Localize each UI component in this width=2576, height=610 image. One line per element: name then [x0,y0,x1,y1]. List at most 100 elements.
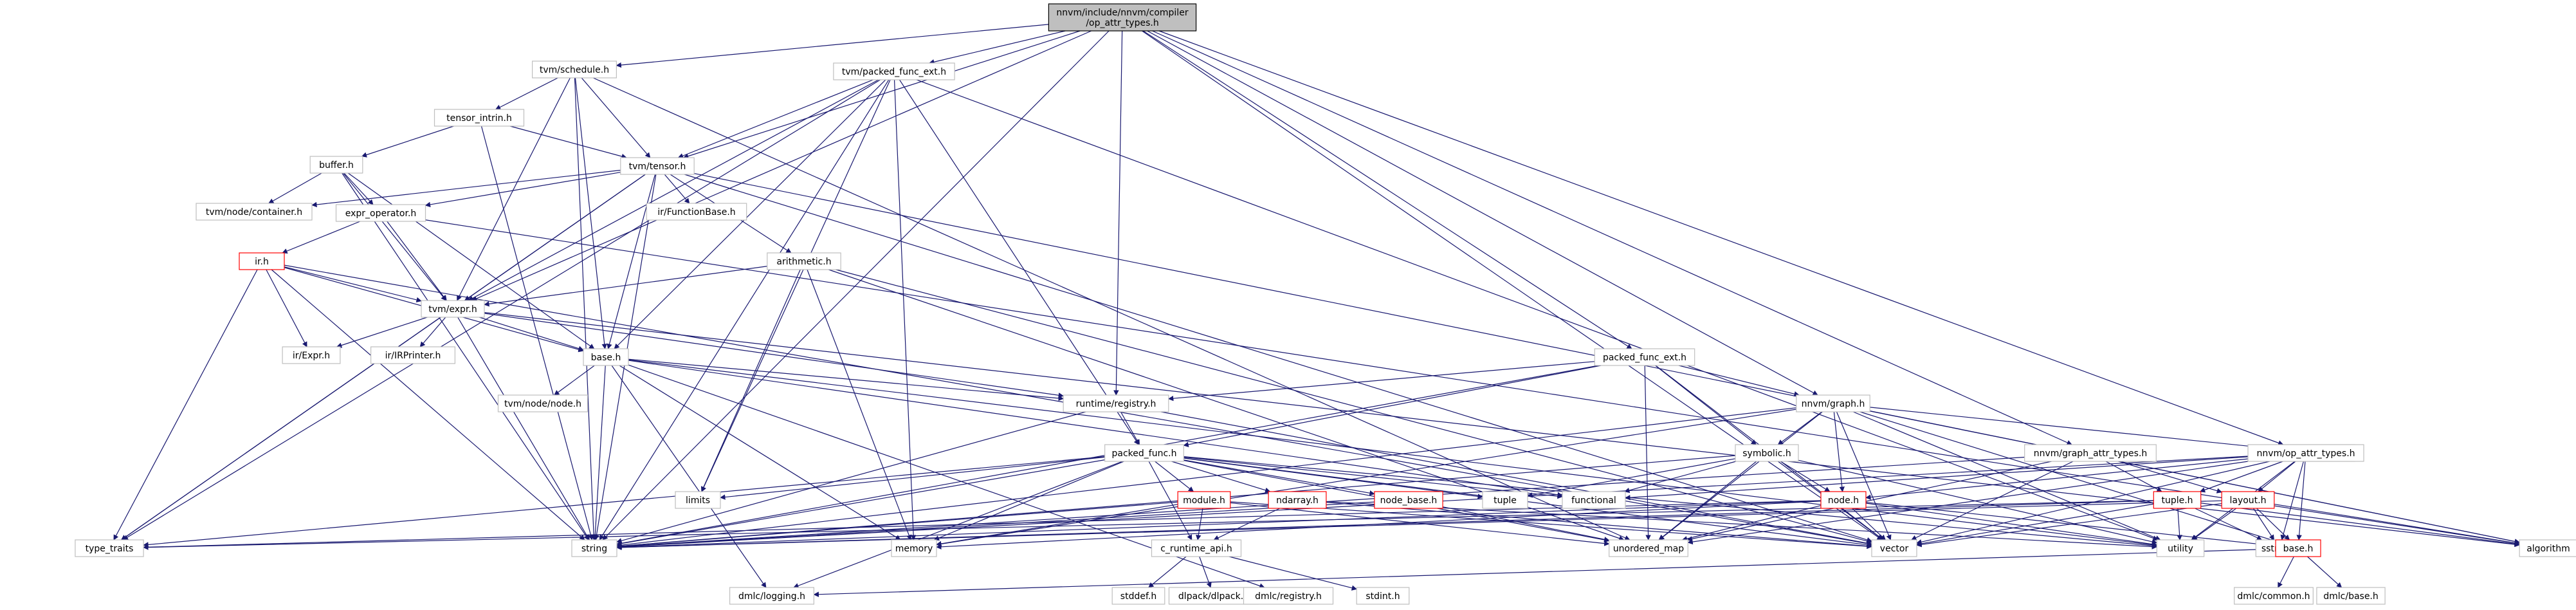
node-box [583,348,629,366]
node-expr-operator[interactable]: expr_operator.h [335,204,426,222]
edge-line [701,79,891,492]
node-box [421,300,485,318]
edge-line [1865,503,2158,547]
node-nnvm-op-attr[interactable]: nnvm/op_attr_types.h [2247,444,2364,462]
edge-nnvm-graph-to-algorithm [1870,410,2520,544]
edge-c-runtime-api-to-stddef [1148,556,1187,588]
edge-nnvm-op-attr-to-sstream [2280,461,2304,541]
edge-root-to-tvm-expr [471,30,1092,301]
node-symbolic[interactable]: symbolic.h [1735,444,1799,462]
edge-line [457,317,590,541]
edge-module-h-to-memory [936,504,1178,547]
node-label: dmlc/logging.h [738,591,805,602]
node-node-base-h[interactable]: node_base.h [1374,491,1443,509]
node-dmlc-registry[interactable]: dmlc/registry.h [1243,587,1334,605]
node-algorithm[interactable]: algorithm [2519,539,2576,557]
node-stddef[interactable]: stddef.h [1111,587,1165,605]
node-nnvm-graph-attr[interactable]: nnvm/graph_attr_types.h [2024,444,2157,462]
node-tvm-pfe[interactable]: tvm/packed_func_ext.h [833,62,955,80]
node-dmlc-logging[interactable]: dmlc/logging.h [729,587,814,605]
edge-nnvm-op-attr-to-layout-h [2258,461,2296,492]
edge-line [813,548,2276,597]
edge-line [899,79,1139,445]
node-ir-expr[interactable]: ir/Expr.h [282,346,341,364]
node-tvm-expr[interactable]: tvm/expr.h [421,300,485,318]
node-tuple-std[interactable]: tuple [1482,491,1528,509]
node-label: c_runtime_api.h [1160,544,1232,554]
node-box [1243,587,1334,605]
node-dmlc-common[interactable]: dmlc/common.h [2234,587,2314,605]
edge-line [592,365,606,541]
node-label: nnvm/op_attr_types.h [2256,448,2355,459]
node-label: tvm/expr.h [428,304,477,315]
edge-line [1171,461,1271,493]
edge-line [1142,30,1632,349]
node-runtime-registry[interactable]: runtime/registry.h [1063,394,1169,412]
node-box [2153,491,2202,509]
edge-line [1911,461,2074,541]
edge-line [602,30,1110,541]
node-tvm-node-node[interactable]: tvm/node/node.h [497,394,589,412]
node-dmlc-base[interactable]: dmlc/base.h [2316,587,2386,605]
node-type-traits[interactable]: type_traits [75,539,144,557]
node-tvm-schedule[interactable]: tvm/schedule.h [531,60,617,79]
node-memory[interactable]: memory [891,539,937,557]
node-box [1871,539,1917,557]
edge-nnvm-op-attr-to-node-h [1865,458,2249,500]
node-box [2234,587,2314,605]
node-ndarray-h[interactable]: ndarray.h [1268,491,1327,509]
edge-line [1836,411,1892,541]
edge-line [425,172,621,208]
node-box [675,491,721,509]
node-node-h[interactable]: node.h [1820,491,1867,509]
node-ir-h[interactable]: ir.h [239,252,285,270]
edge-line [282,221,361,254]
edge-tvm-pfe-to-string [599,79,890,541]
node-tuple-h[interactable]: tuple.h [2153,491,2202,509]
node-utility[interactable]: utility [2156,539,2205,557]
edge-root-to-string [602,30,1110,541]
edge-nnvm-graph-to-node-h [1833,411,1845,492]
node-tvm-node-container[interactable]: tvm/node/container.h [196,203,313,221]
node-label: tvm/node/container.h [206,207,302,217]
node-ir-irprinter[interactable]: ir/IRPrinter.h [370,346,455,364]
node-base-h-dmlc[interactable]: base.h [2275,539,2321,557]
node-functional[interactable]: functional [1562,491,1626,509]
edge-buffer-to-expr-operator [343,172,374,205]
node-ir-functionbase[interactable]: ir/FunctionBase.h [646,203,747,221]
edge-line [471,30,1092,301]
node-layout-h[interactable]: layout.h [2221,491,2275,509]
node-limits[interactable]: limits [675,491,721,509]
node-tensor-intrin[interactable]: tensor_intrin.h [434,109,525,127]
node-box [1151,539,1242,557]
node-unordered-map[interactable]: unordered_map [1609,539,1688,557]
edge-line [2195,508,2263,541]
node-nnvm-graph[interactable]: nnvm/graph.h [1796,394,1870,412]
node-string[interactable]: string [571,539,617,557]
edge-layout-h-to-sstream [2252,508,2275,541]
node-module-h[interactable]: module.h [1177,491,1231,509]
node-vector[interactable]: vector [1871,539,1917,557]
edge-tvm-pfe-to-limits [701,79,891,492]
edge-line [2177,508,2182,541]
node-buffer[interactable]: buffer.h [309,156,363,174]
edge-line [2280,461,2304,541]
edge-line [1183,456,1563,499]
node-c-runtime-api[interactable]: c_runtime_api.h [1151,539,1242,557]
node-base-h-tvm[interactable]: base.h [583,348,629,366]
edge-line [1442,506,1610,542]
edge-line [628,359,2158,548]
edge-line [1686,461,2052,542]
node-tvm-tensor[interactable]: tvm/tensor.h [620,157,695,175]
edge-line [342,172,589,541]
node-packed-func-ext[interactable]: packed_func_ext.h [1594,348,1695,366]
node-label: buffer.h [319,160,354,171]
node-stdint[interactable]: stdint.h [1356,587,1410,605]
node-label: ir.h [255,257,269,267]
edge-layout-h-to-string [616,500,2222,550]
node-label: functional [1571,495,1616,506]
edge-line [616,455,1736,549]
edge-tensor-intrin-to-buffer [361,125,454,158]
node-packed-func[interactable]: packed_func.h [1104,444,1184,462]
node-arithmetic[interactable]: arithmetic.h [767,252,841,270]
